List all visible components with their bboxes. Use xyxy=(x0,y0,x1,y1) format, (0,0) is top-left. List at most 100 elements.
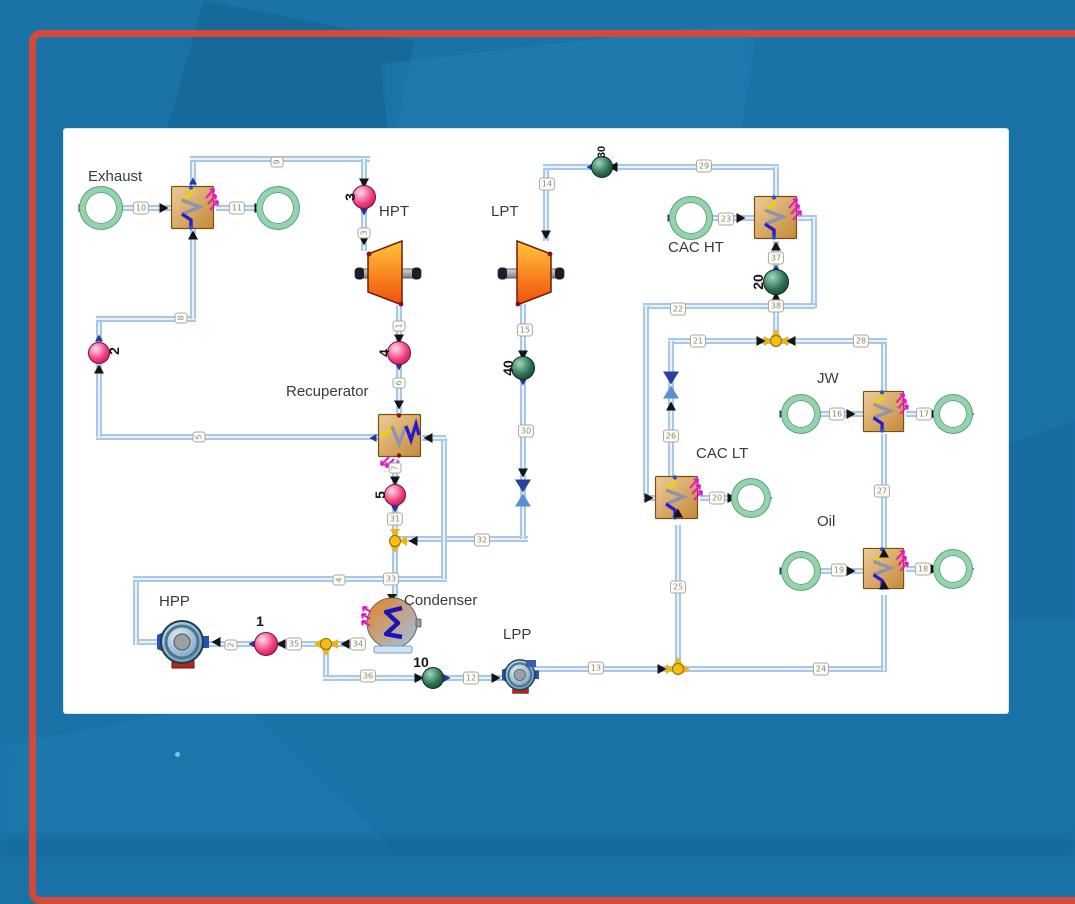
cac-lt-sink-port[interactable] xyxy=(732,479,770,517)
node-3[interactable] xyxy=(352,185,376,209)
flow-arrow xyxy=(359,236,369,246)
flow-arrow xyxy=(390,476,400,486)
node-20[interactable] xyxy=(763,269,789,295)
flow-arrow xyxy=(756,336,766,346)
node-4[interactable] xyxy=(387,341,411,365)
jw-hx-icon[interactable] xyxy=(861,388,910,435)
junction-splitter-b[interactable] xyxy=(320,638,332,650)
stream-label-10[interactable]: 10 xyxy=(132,201,150,215)
stream-label-8[interactable]: 8 xyxy=(174,312,188,324)
junction-c-arrow xyxy=(666,664,674,674)
stream-label-29[interactable]: 29 xyxy=(695,159,713,173)
node-label-10: 10 xyxy=(413,654,429,670)
port-arrow xyxy=(95,334,103,342)
flow-arrow xyxy=(657,664,667,674)
pipe-14a xyxy=(543,167,549,241)
junction-a-arrow xyxy=(399,536,407,546)
stream-label-11[interactable]: 11 xyxy=(228,201,246,215)
flow-arrow xyxy=(846,409,856,419)
stream-label-15[interactable]: 15 xyxy=(516,323,534,337)
stream-label-3[interactable]: 3 xyxy=(357,227,371,239)
pipe-28a xyxy=(881,341,887,393)
valve-lpt-line-bottom[interactable] xyxy=(515,493,531,507)
node-label-4: 4 xyxy=(376,349,392,357)
exhaust-hx-icon[interactable] xyxy=(169,183,220,232)
stream-label-5[interactable]: 5 xyxy=(192,431,206,443)
stream-label-12[interactable]: 12 xyxy=(462,671,480,685)
stream-label-30[interactable]: 30 xyxy=(517,424,535,438)
stream-label-27[interactable]: 27 xyxy=(873,484,891,498)
flowsheet-canvas[interactable]: 3 4 5 2 1 10 40 20 30 xyxy=(63,128,1009,714)
junction-splitter-c[interactable] xyxy=(672,663,684,675)
flow-arrow xyxy=(879,548,889,558)
junction-mixer-a[interactable] xyxy=(389,535,401,547)
stream-label-2[interactable]: 2 xyxy=(224,639,238,651)
flow-arrow xyxy=(276,639,286,649)
hpt-turbine-icon[interactable] xyxy=(354,240,422,308)
pipe-22d xyxy=(643,306,649,500)
stream-label-33[interactable]: 33 xyxy=(382,572,400,586)
valve-caclt-line-top[interactable] xyxy=(663,371,679,385)
node-10[interactable] xyxy=(422,667,444,689)
flow-arrow xyxy=(518,350,528,360)
stream-label-19[interactable]: 19 xyxy=(830,563,848,577)
port-arrow xyxy=(391,505,399,513)
stream-label-37[interactable]: 37 xyxy=(767,251,785,265)
stream-label-35[interactable]: 35 xyxy=(285,637,303,651)
lpt-turbine-icon[interactable] xyxy=(497,240,565,308)
exhaust-source-port[interactable] xyxy=(80,187,122,229)
valve-caclt-line-bottom[interactable] xyxy=(663,385,679,399)
node-30[interactable] xyxy=(591,156,613,178)
pipe-15-30 xyxy=(520,304,526,539)
junction-mixer-d[interactable] xyxy=(770,335,782,347)
node-2[interactable] xyxy=(88,342,110,364)
node-1[interactable] xyxy=(254,632,278,656)
jw-source-port[interactable] xyxy=(782,395,820,433)
flow-arrow xyxy=(644,493,654,503)
title-hpt: HPT xyxy=(379,203,409,220)
pipe-8b xyxy=(190,229,196,319)
exhaust-sink-port[interactable] xyxy=(257,187,299,229)
cac-ht-source-port[interactable] xyxy=(670,197,712,239)
oil-sink-port[interactable] xyxy=(934,550,972,588)
stream-label-9[interactable]: 9 xyxy=(270,156,284,168)
stream-label-34[interactable]: 34 xyxy=(349,637,367,651)
flow-arrow xyxy=(541,230,551,240)
stream-label-18[interactable]: 18 xyxy=(914,562,932,576)
stream-label-28[interactable]: 28 xyxy=(852,334,870,348)
stream-label-38[interactable]: 38 xyxy=(767,299,785,313)
stream-label-32[interactable]: 32 xyxy=(473,533,491,547)
stream-label-23[interactable]: 23 xyxy=(717,212,735,226)
cac-ht-hx-icon[interactable] xyxy=(752,193,803,242)
stream-label-20[interactable]: 20 xyxy=(708,491,726,505)
lpp-outlet-nub xyxy=(526,660,536,667)
valve-lpt-line-top[interactable] xyxy=(515,479,531,493)
stream-label-36[interactable]: 36 xyxy=(359,669,377,683)
stream-label-4[interactable]: 4 xyxy=(332,574,346,586)
pipe-22c xyxy=(643,303,815,309)
stream-label-17[interactable]: 17 xyxy=(915,407,933,421)
stream-label-13[interactable]: 13 xyxy=(587,661,605,675)
stream-label-7[interactable]: 7 xyxy=(388,462,402,474)
pipe-5-8 xyxy=(96,319,102,437)
stream-label-14[interactable]: 14 xyxy=(538,177,556,191)
title-condenser: Condenser xyxy=(404,592,478,609)
stream-label-1[interactable]: 1 xyxy=(392,320,406,332)
stream-label-24[interactable]: 24 xyxy=(812,662,830,676)
node-40[interactable] xyxy=(511,356,535,380)
stream-label-21[interactable]: 21 xyxy=(689,334,707,348)
jw-sink-port[interactable] xyxy=(934,395,972,433)
oil-source-port[interactable] xyxy=(782,552,820,590)
node-5[interactable] xyxy=(384,484,406,506)
recuperator-hx-icon[interactable] xyxy=(376,411,423,471)
stream-label-16[interactable]: 16 xyxy=(828,407,846,421)
title-lpp: LPP xyxy=(503,626,532,643)
stream-label-25[interactable]: 25 xyxy=(669,580,687,594)
pipe-4c xyxy=(441,438,447,579)
hpp-pump-icon[interactable] xyxy=(155,617,211,670)
stream-label-6[interactable]: 6 xyxy=(392,377,406,389)
stream-label-31[interactable]: 31 xyxy=(386,512,404,526)
stream-label-26[interactable]: 26 xyxy=(662,429,680,443)
stream-label-22[interactable]: 22 xyxy=(669,302,687,316)
